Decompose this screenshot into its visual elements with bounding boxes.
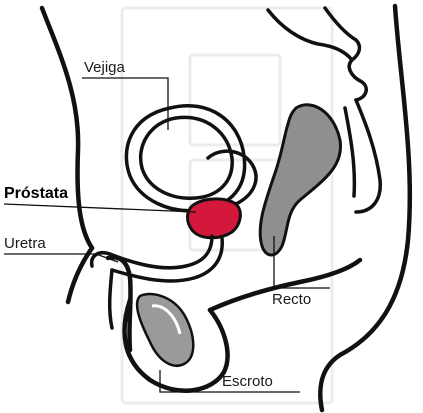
prostate-shape bbox=[188, 199, 241, 238]
testis-shape bbox=[137, 294, 193, 366]
back-outline bbox=[320, 6, 410, 410]
bladder-leader bbox=[82, 78, 168, 130]
label-rectum: Recto bbox=[272, 291, 311, 308]
label-scrotum: Escroto bbox=[222, 373, 273, 390]
label-bladder: Vejiga bbox=[84, 59, 126, 76]
urethra-leader bbox=[4, 254, 118, 262]
rectum-shape bbox=[260, 105, 340, 255]
front-abdomen-outline bbox=[42, 8, 92, 248]
bladder-inner-wall bbox=[141, 117, 233, 198]
label-urethra: Uretra bbox=[4, 235, 46, 252]
bladder-shape bbox=[126, 106, 244, 211]
label-prostate: Próstata bbox=[4, 185, 68, 202]
